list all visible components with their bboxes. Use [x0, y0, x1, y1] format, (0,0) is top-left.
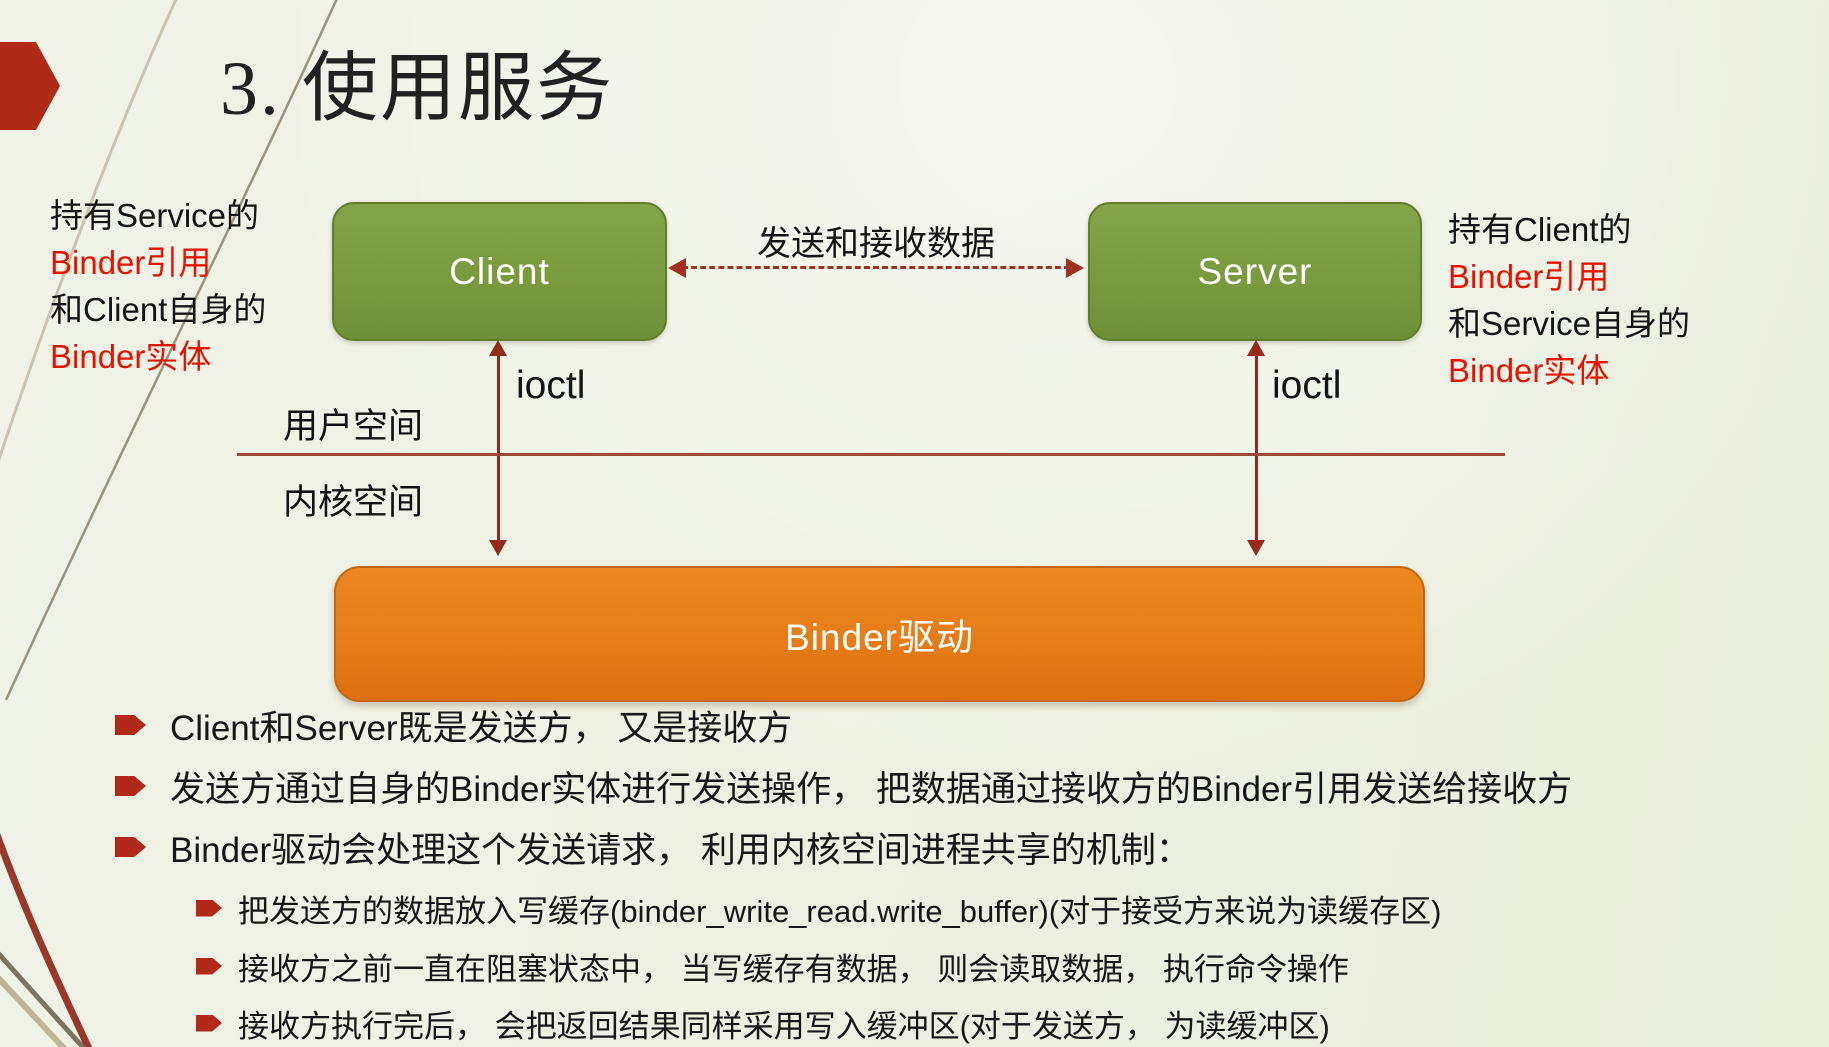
note-line: 持有Client的: [1448, 211, 1632, 248]
ioctl-label-left: ioctl: [516, 364, 586, 407]
note-line: Binder引用: [1448, 258, 1610, 295]
user-kernel-divider: [237, 453, 1505, 456]
arrowhead-down-icon: [489, 540, 507, 556]
note-line: Binder实体: [1448, 352, 1610, 389]
binder-driver-label: Binder驱动: [785, 617, 974, 658]
bullet-text: 接收方之前一直在阻塞状态中， 当写缓存有数据， 则会读取数据， 执行命令操作: [238, 951, 1349, 987]
client-side-note: 持有Service的 Binder引用 和Client自身的 Binder实体: [50, 192, 266, 380]
bullet-marker-icon: [196, 1014, 222, 1032]
bullet-marker-icon: [196, 957, 222, 975]
title-pennant-icon: [0, 42, 60, 130]
bullet-marker-icon: [196, 899, 222, 917]
note-line: Binder实体: [50, 338, 212, 375]
bullet-item: Client和Server既是发送方， 又是接收方: [115, 700, 792, 750]
user-space-label: 用户空间: [283, 407, 424, 446]
client-box-label: Client: [449, 250, 550, 292]
arrow-line: [496, 348, 500, 548]
bullet-text: 接收方执行完后， 会把返回结果同样采用写入缓冲区(对于发送方， 为读缓冲区): [238, 1008, 1330, 1044]
note-line: 和Client自身的: [50, 291, 267, 328]
bullet-text: Client和Server既是发送方， 又是接收方: [170, 708, 793, 748]
sub-bullet-item: 把发送方的数据放入写缓存(binder_write_read.write_buf…: [196, 884, 1441, 932]
client-box: Client: [332, 202, 667, 341]
arrow-line: [1254, 348, 1258, 548]
client-binder-arrow: [489, 340, 507, 556]
server-box-label: Server: [1197, 250, 1313, 292]
page-title: 3. 使用服务: [220, 47, 614, 131]
data-exchange-label: 发送和接收数据: [757, 225, 995, 263]
kernel-space-label: 内核空间: [283, 483, 424, 522]
bullet-text: 发送方通过自身的Binder实体进行发送操作， 把数据通过接收方的Binder引…: [170, 769, 1573, 809]
client-server-dashed-arrow: [668, 254, 1084, 282]
bullet-marker-icon: [115, 837, 146, 857]
bullet-text: 把发送方的数据放入写缓存(binder_write_read.write_buf…: [238, 893, 1442, 929]
bullet-text: Binder驱动会处理这个发送请求， 利用内核空间进程共享的机制：: [170, 830, 1191, 870]
arrowhead-left-icon: [668, 258, 686, 278]
bullet-marker-icon: [115, 776, 146, 796]
note-line: 和Service自身的: [1448, 305, 1691, 342]
ioctl-label-right: ioctl: [1272, 364, 1342, 407]
arrowhead-down-icon: [1247, 540, 1265, 556]
binder-driver-box: Binder驱动: [334, 566, 1425, 702]
sub-bullet-item: 接收方执行完后， 会把返回结果同样采用写入缓冲区(对于发送方， 为读缓冲区): [196, 999, 1330, 1047]
bullet-item: 发送方通过自身的Binder实体进行发送操作， 把数据通过接收方的Binder引…: [115, 761, 1572, 811]
sub-bullet-item: 接收方之前一直在阻塞状态中， 当写缓存有数据， 则会读取数据， 执行命令操作: [196, 942, 1349, 990]
bullet-item: Binder驱动会处理这个发送请求， 利用内核空间进程共享的机制：: [115, 822, 1191, 872]
note-line: 持有Service的: [50, 197, 260, 234]
server-side-note: 持有Client的 Binder引用 和Service自身的 Binder实体: [1448, 206, 1690, 394]
bullet-marker-icon: [115, 715, 146, 735]
dashed-line: [682, 266, 1070, 269]
server-binder-arrow: [1247, 340, 1265, 556]
note-line: Binder引用: [50, 244, 212, 281]
arrowhead-right-icon: [1066, 258, 1084, 278]
server-box: Server: [1088, 202, 1422, 341]
